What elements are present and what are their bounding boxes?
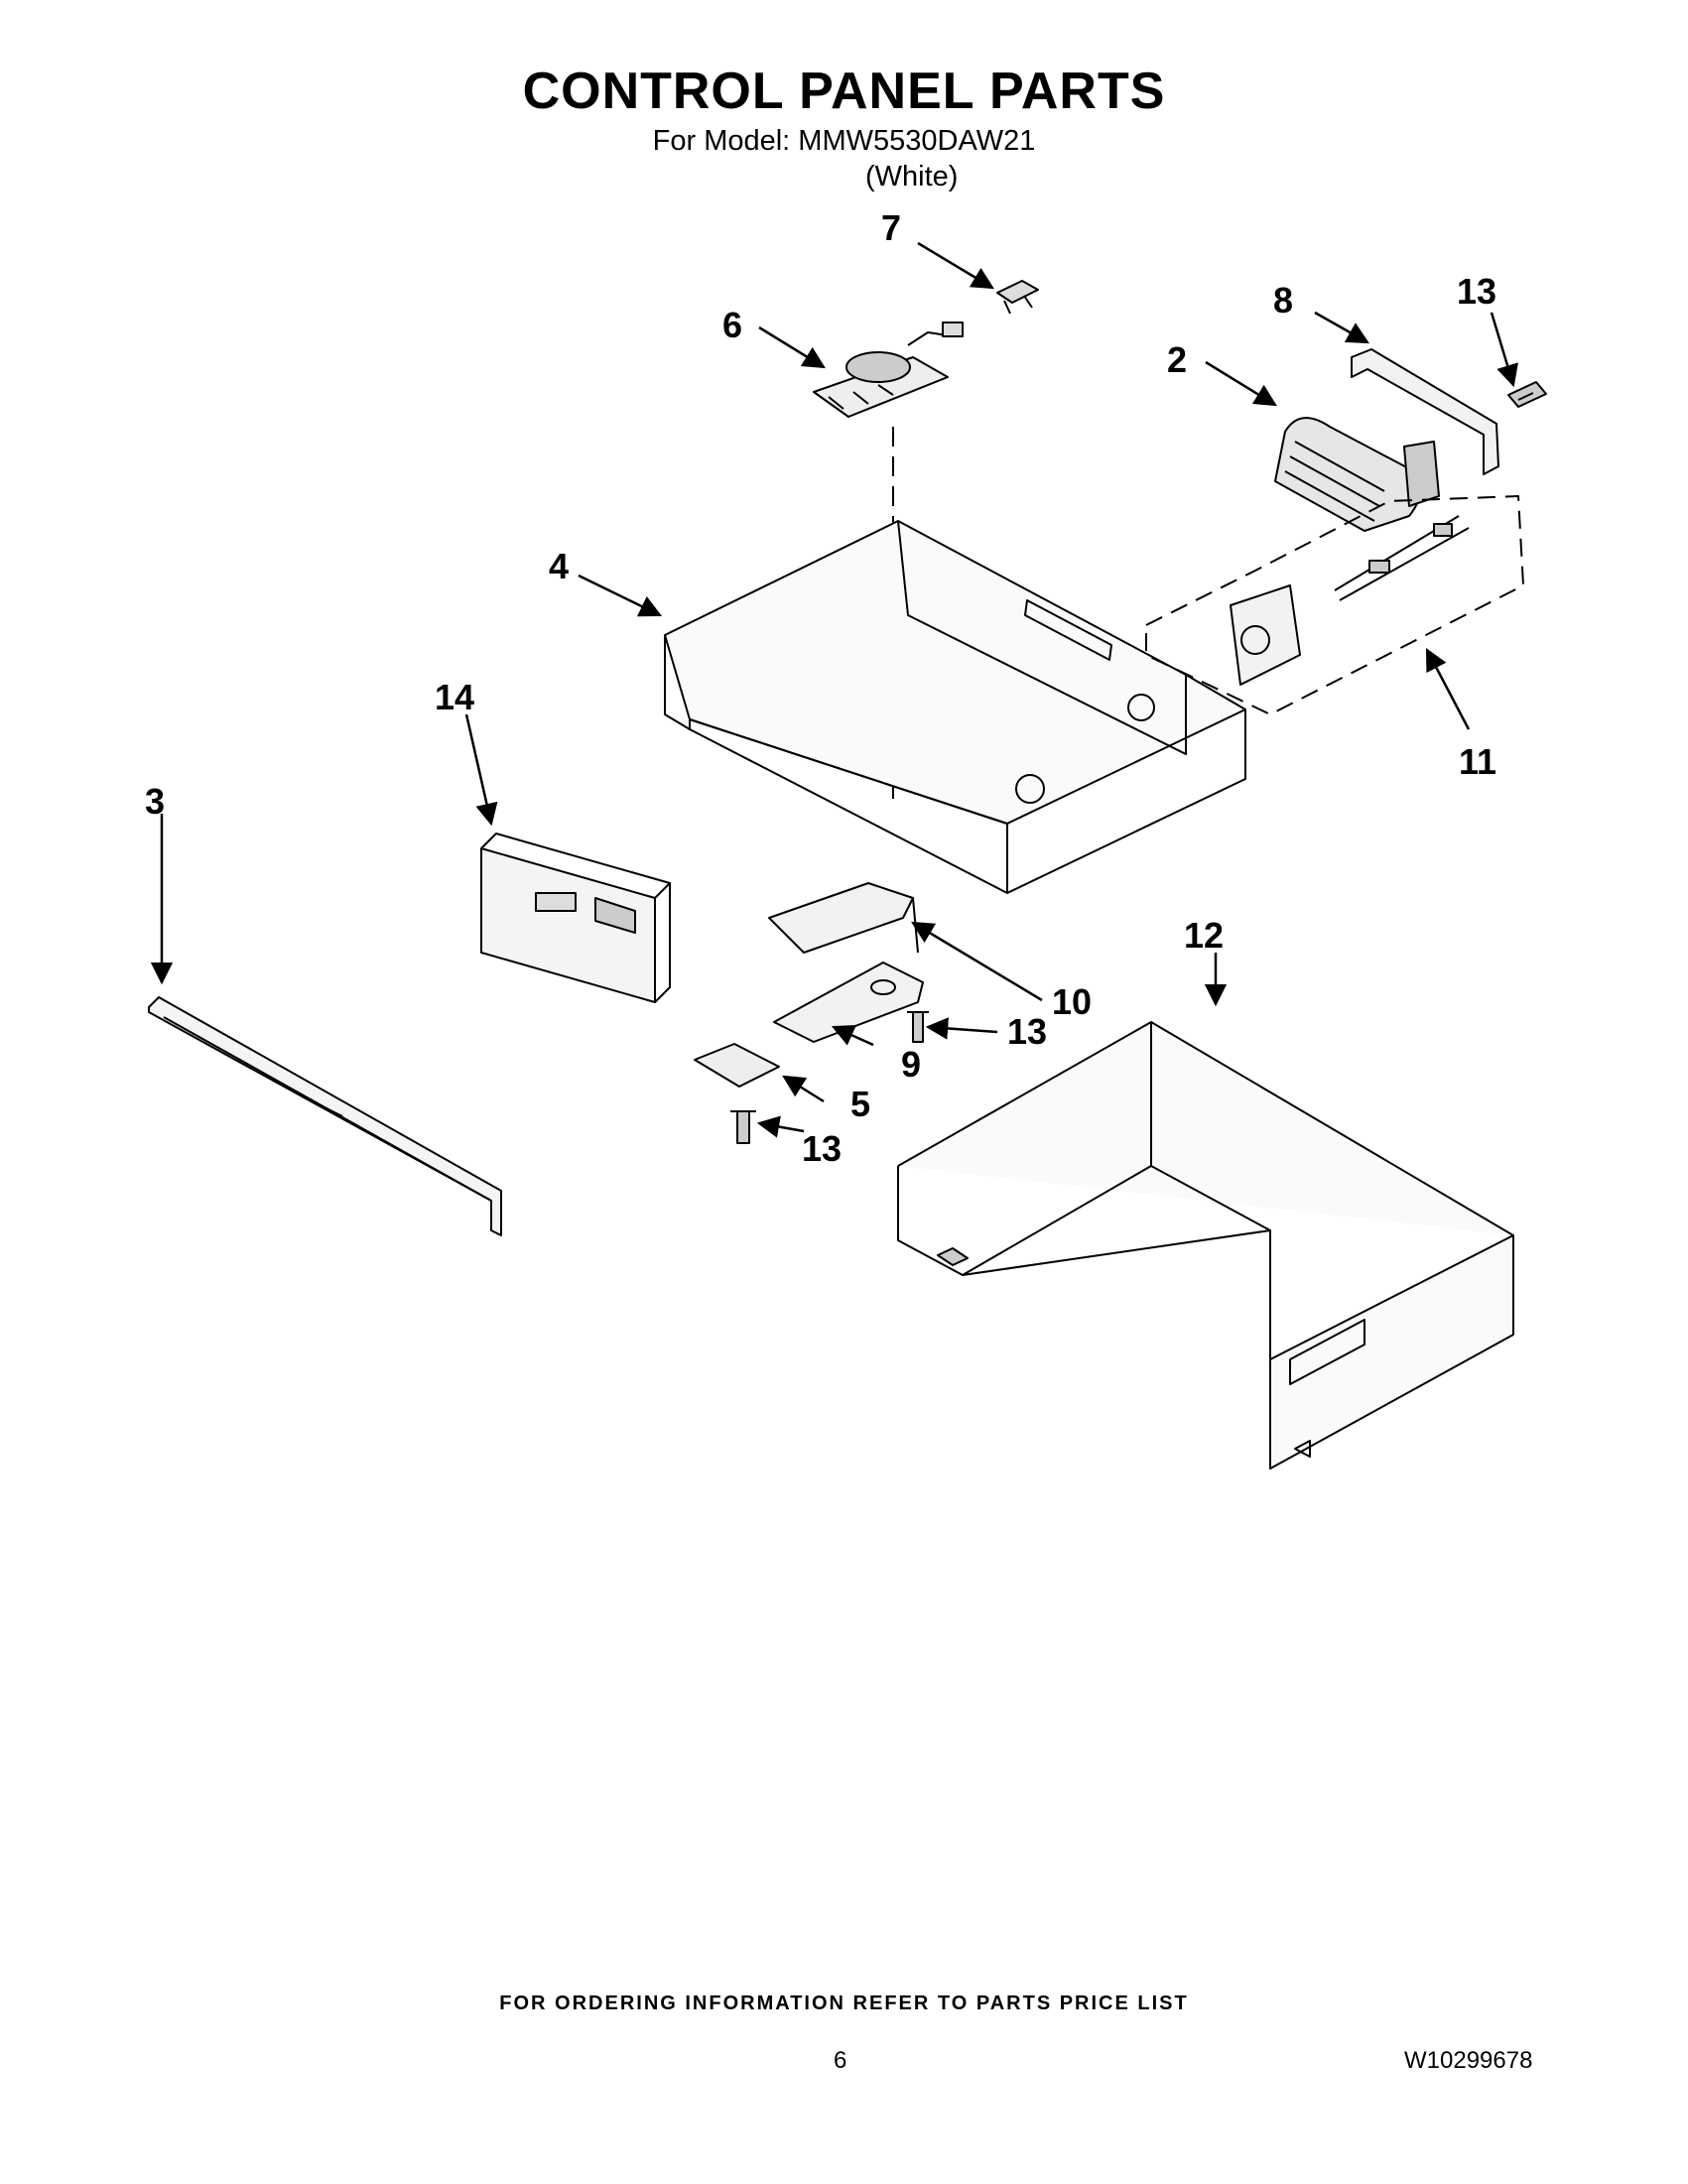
thermal-cutoff-part	[996, 280, 1039, 315]
callout-label: 5	[850, 1084, 870, 1124]
model-number: For Model: MMW5530DAW21	[652, 125, 1036, 157]
callout-label: 11	[1459, 741, 1496, 782]
lower-deflector-part	[773, 962, 924, 1043]
mounting-plate-part	[694, 1043, 780, 1088]
callout-label: 2	[1167, 339, 1187, 380]
lower-panel-frame-part	[897, 1021, 1514, 1470]
page-title: CONTROL PANEL PARTS	[522, 63, 1166, 120]
callout-label: 9	[901, 1044, 921, 1085]
blower-fan-part	[1274, 417, 1440, 532]
ordering-info-note: FOR ORDERING INFORMATION REFER TO PARTS …	[499, 1992, 1189, 2014]
sensor-board-part	[813, 321, 964, 418]
fan-bracket-part	[1351, 348, 1499, 475]
callout-label: 4	[549, 546, 569, 586]
callout-label: 3	[145, 781, 165, 822]
callout-label: 8	[1273, 280, 1293, 321]
callout-label: 7	[881, 207, 901, 248]
callout-label: 6	[722, 305, 742, 345]
control-panel-housing-part	[664, 520, 1246, 894]
electronic-control-board-part	[480, 833, 671, 1003]
document-number: W10299678	[1404, 2047, 1533, 2074]
callout-label: 13	[802, 1128, 842, 1169]
screw-part	[907, 1011, 929, 1043]
screw-part	[1507, 381, 1547, 408]
screw-part	[730, 1110, 756, 1144]
callout-label: 13	[1457, 271, 1496, 312]
callout-label: 12	[1184, 915, 1224, 956]
front-trim-part	[148, 996, 502, 1236]
page-number: 6	[834, 2047, 847, 2074]
callout-label: 14	[435, 677, 474, 717]
callout-label: 13	[1007, 1011, 1047, 1052]
wire-harness-part	[1145, 495, 1524, 715]
callout-label: 10	[1052, 981, 1092, 1022]
model-variant: (White)	[865, 161, 959, 193]
top-deflector-part	[768, 882, 919, 954]
